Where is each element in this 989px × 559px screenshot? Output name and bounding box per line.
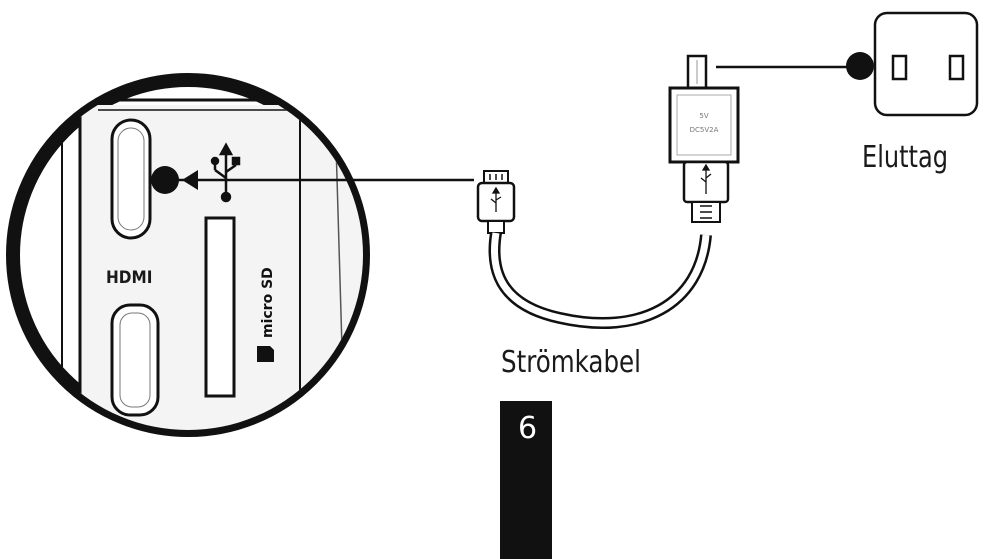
microsd-label: micro SD <box>260 267 276 338</box>
sd-card-icon <box>257 346 274 362</box>
hdmi-label: HDMI <box>106 268 152 288</box>
adapter-label-1: 5V <box>699 112 708 120</box>
microsd-slot <box>204 216 236 398</box>
wall-outlet <box>873 11 979 117</box>
device-closeup <box>6 73 370 437</box>
port-dot <box>151 166 179 194</box>
power-adapter: 5V DC5V2A <box>668 54 740 223</box>
adapter-label-2: DC5V2A <box>690 126 719 134</box>
usb-icon <box>210 142 241 203</box>
power-cable <box>488 232 712 329</box>
outlet-label: Eluttag <box>862 140 948 175</box>
outlet-dot <box>846 52 874 80</box>
hdmi-port <box>110 303 160 417</box>
micro-usb-plug <box>476 170 516 234</box>
page-number-tab: 6 <box>500 401 552 559</box>
page-number: 6 <box>518 411 538 446</box>
usb-port <box>110 118 152 240</box>
cable-label: Strömkabel <box>501 345 641 380</box>
